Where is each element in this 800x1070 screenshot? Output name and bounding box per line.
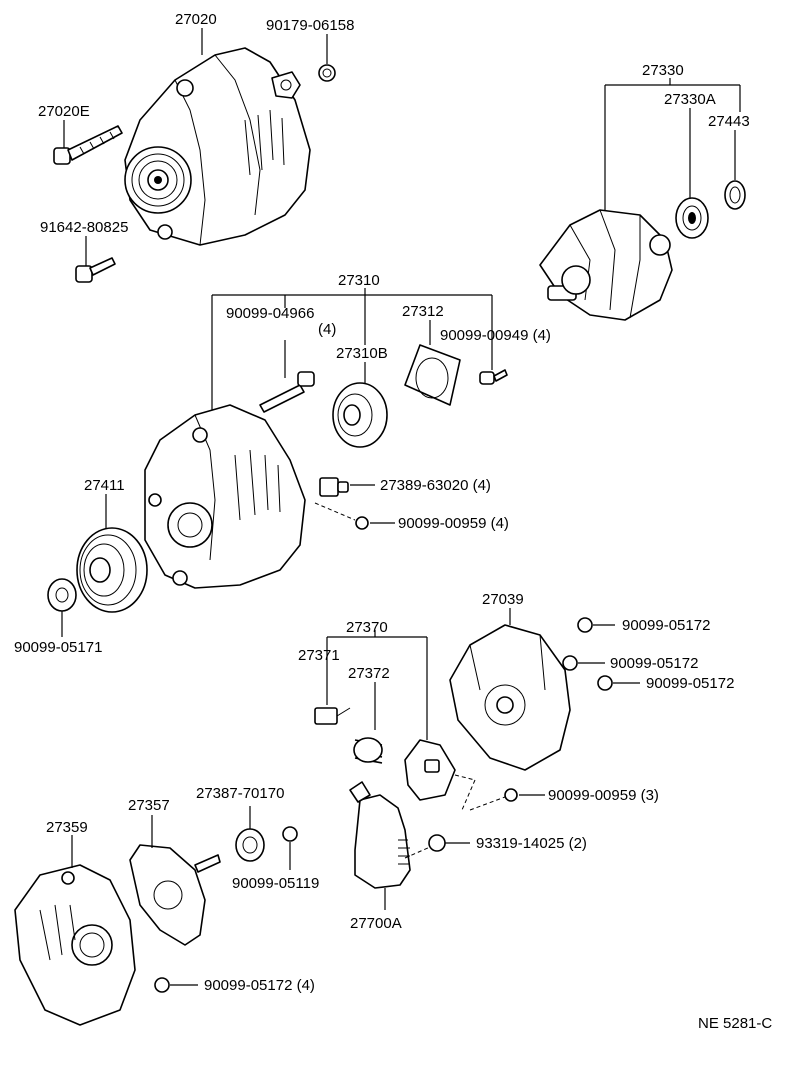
label-90099-00949: 90099-00949 (4) bbox=[440, 327, 551, 344]
alternator-assembly bbox=[124, 47, 311, 246]
bolt-27020E bbox=[53, 125, 123, 165]
label-27357: 27357 bbox=[128, 797, 170, 814]
rear-frame-27359 bbox=[14, 864, 136, 1026]
label-27411: 27411 bbox=[84, 477, 125, 494]
label-90179-06158: 90179-06158 bbox=[266, 17, 354, 34]
label-27310: 27310 bbox=[338, 272, 380, 289]
drive-end-frame-27310 bbox=[144, 404, 306, 589]
pulley-27411 bbox=[76, 527, 148, 613]
label-27310B: 27310B bbox=[336, 345, 388, 362]
rear-cover-27039 bbox=[449, 624, 571, 771]
insulator-27389 bbox=[319, 477, 349, 497]
bolt-91642-80825 bbox=[75, 257, 116, 283]
nut-90179-06158 bbox=[318, 64, 336, 82]
bearing-27330A bbox=[675, 197, 709, 239]
washer-27443 bbox=[724, 180, 746, 210]
label-90099-00959-b: 90099-00959 (3) bbox=[548, 787, 659, 804]
label-27359: 27359 bbox=[46, 819, 88, 836]
label-91642-80825: 91642-80825 bbox=[40, 219, 128, 236]
brush-27371 bbox=[314, 707, 351, 725]
retainer-27312 bbox=[404, 344, 461, 406]
nut-90099-05172-d bbox=[154, 977, 170, 993]
label-27312: 27312 bbox=[402, 303, 444, 320]
label-90099-04966-qty: (4) bbox=[318, 321, 336, 338]
label-90099-05172-b: 90099-05172 bbox=[610, 655, 698, 672]
nut-90099-05172-b bbox=[562, 655, 578, 671]
label-27387-70170: 27387-70170 bbox=[196, 785, 284, 802]
diagram-code: NE 5281-C bbox=[698, 1015, 772, 1032]
label-27371: 27371 bbox=[298, 647, 340, 664]
label-27372: 27372 bbox=[348, 665, 390, 682]
nut-90099-05171 bbox=[47, 578, 77, 612]
screw-90099-00959 bbox=[355, 516, 369, 530]
spring-27372 bbox=[353, 737, 383, 764]
label-90099-05172-a: 90099-05172 bbox=[622, 617, 710, 634]
nut-90099-05119 bbox=[282, 826, 298, 842]
rotor-27330 bbox=[539, 209, 673, 321]
label-27389-63020: 27389-63020 (4) bbox=[380, 477, 491, 494]
bearing-27310B bbox=[332, 382, 388, 448]
rectifier-27357 bbox=[129, 844, 221, 946]
label-27330: 27330 bbox=[642, 62, 684, 79]
label-90099-05172-d: 90099-05172 (4) bbox=[204, 977, 315, 994]
nut-90099-05172-c bbox=[597, 675, 613, 691]
label-90099-04966: 90099-04966 bbox=[226, 305, 314, 322]
label-90099-05172-c: 90099-05172 bbox=[646, 675, 734, 692]
nut-90099-05172-a bbox=[577, 617, 593, 633]
label-90099-05119: 90099-05119 bbox=[232, 875, 319, 892]
label-27020: 27020 bbox=[175, 11, 217, 28]
label-27700A: 27700A bbox=[350, 915, 402, 932]
label-27330A: 27330A bbox=[664, 91, 716, 108]
label-93319-14025: 93319-14025 (2) bbox=[476, 835, 587, 852]
screw-90099-00959-b bbox=[504, 788, 518, 802]
brush-holder-27370 bbox=[404, 739, 456, 801]
terminal-insulator-27387 bbox=[235, 828, 265, 862]
label-27443: 27443 bbox=[708, 113, 750, 130]
screw-90099-00949 bbox=[479, 369, 508, 385]
label-27020E: 27020E bbox=[38, 103, 90, 120]
label-90099-00959-a: 90099-00959 (4) bbox=[398, 515, 509, 532]
bolt-90099-04966 bbox=[259, 371, 315, 413]
label-27039: 27039 bbox=[482, 591, 524, 608]
label-90099-05171: 90099-05171 bbox=[14, 639, 102, 656]
screw-93319-14025 bbox=[428, 834, 446, 852]
regulator-27700A bbox=[349, 781, 411, 889]
label-27370: 27370 bbox=[346, 619, 388, 636]
